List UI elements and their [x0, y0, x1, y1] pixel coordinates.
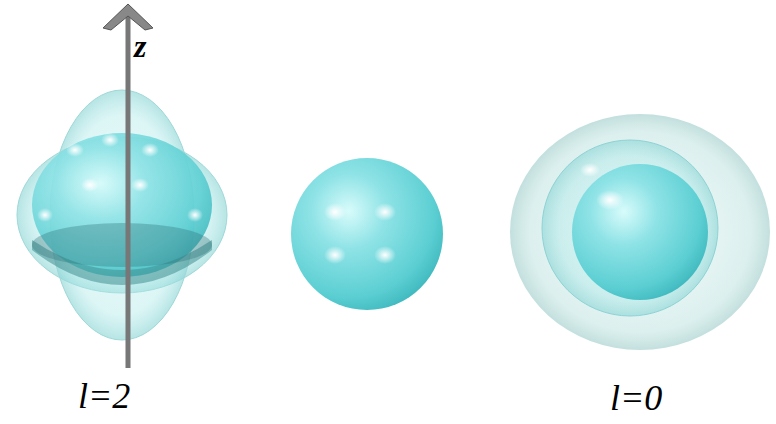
quantum-number-label: l=2 [78, 378, 130, 414]
z-axis [103, 4, 153, 368]
quantum-number-label: l=0 [610, 380, 662, 416]
axis-label: z [134, 30, 146, 62]
nested-spheres [510, 114, 770, 350]
deformed-shape [17, 90, 227, 340]
sphere [291, 158, 443, 310]
